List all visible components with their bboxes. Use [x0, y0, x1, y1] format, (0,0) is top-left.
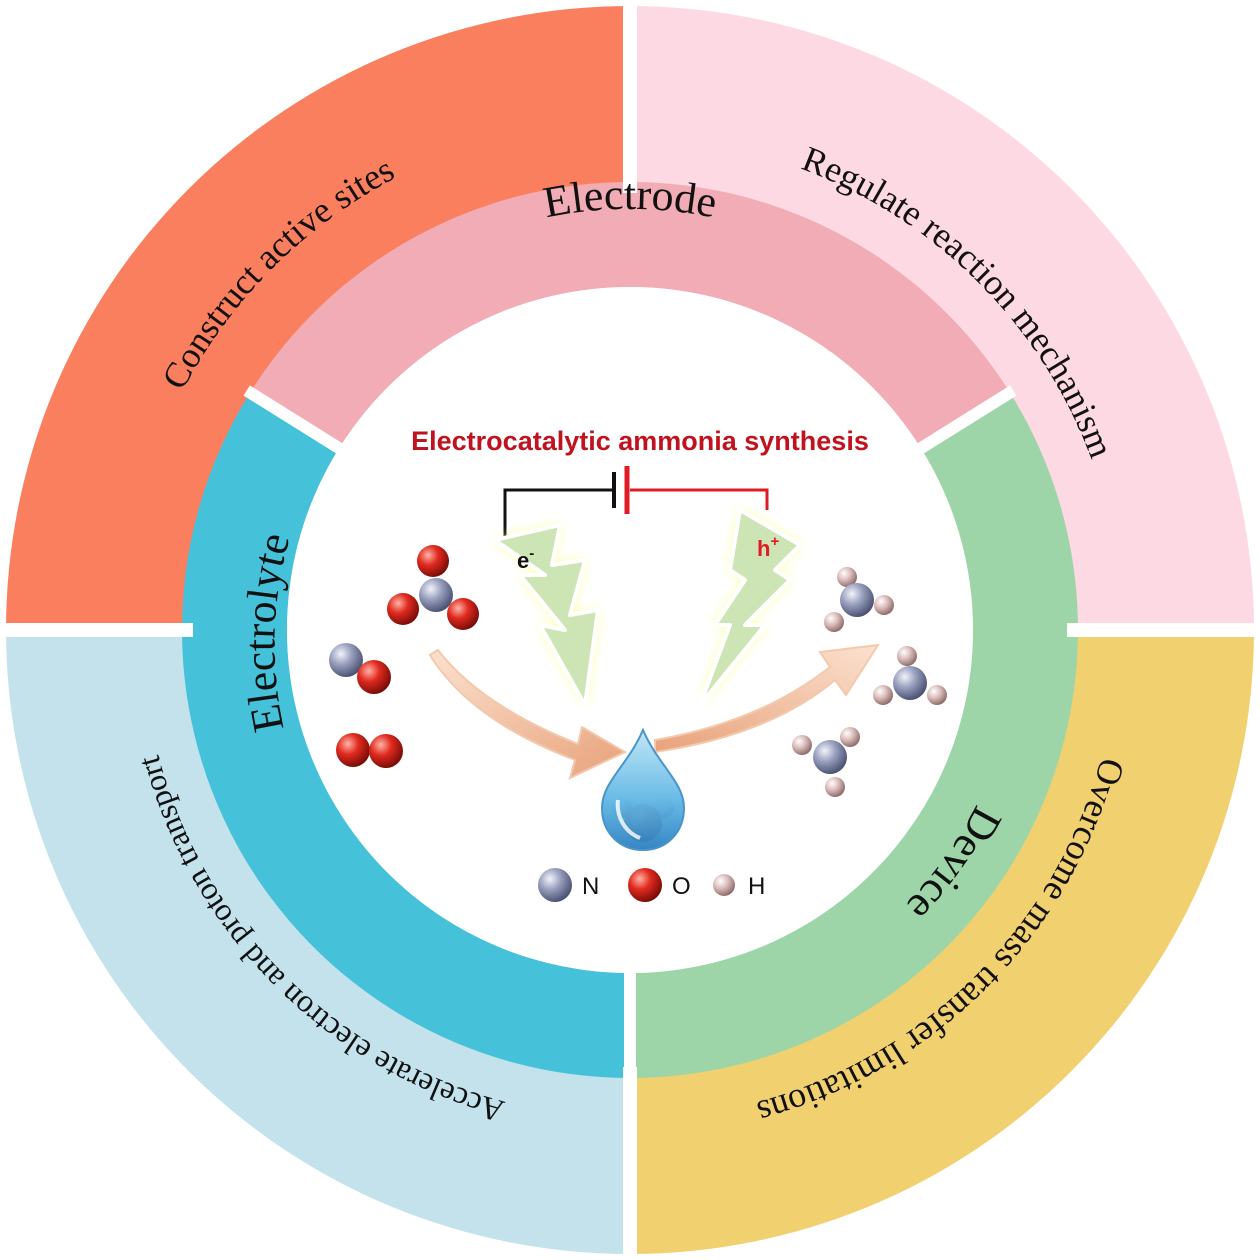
hydrogen-atom [873, 685, 893, 705]
hole-label: h+ [757, 533, 779, 561]
legend-hydrogen-icon [713, 874, 735, 896]
nitrogen-atom [419, 578, 453, 612]
hydrogen-atom [840, 727, 860, 747]
oxygen-atom [447, 598, 479, 630]
center-title: Electrocatalytic ammonia synthesis [411, 426, 869, 456]
hole-lightning-icon [698, 508, 802, 707]
nitrogen-atom [329, 643, 363, 677]
inner-segment-electrode [250, 181, 1010, 449]
nitrogen-atom [813, 740, 847, 774]
hydrogen-atom [824, 612, 844, 632]
segment-divider [915, 385, 1017, 455]
legend-nitrogen-icon [538, 868, 572, 902]
hole-wire [630, 488, 769, 510]
legend-hydrogen-label: H [748, 873, 765, 900]
electron-lightning-icon [493, 523, 600, 707]
hydrogen-atom [825, 777, 845, 797]
electron-wire [503, 488, 612, 540]
nitrogen-atom [893, 666, 927, 700]
reactant-arrow-icon [428, 648, 628, 780]
inner-segment-electrolyte [181, 392, 630, 1078]
hydrogen-atom [874, 595, 894, 615]
hydrogen-atom [927, 685, 947, 705]
product-arrow-icon [654, 643, 880, 754]
water-drop-icon [600, 727, 686, 852]
hydrogen-atom [792, 735, 812, 755]
segment-divider [243, 385, 345, 455]
hydrogen-atom [897, 646, 917, 666]
oxygen-atom [417, 545, 449, 577]
nitrogen-atom [840, 583, 874, 617]
center-disc [287, 287, 973, 973]
inner-label-electrode: Electrode [539, 170, 720, 228]
oxygen-atom [387, 593, 419, 625]
oxygen-atom [336, 733, 370, 767]
oxygen-atom [369, 734, 403, 768]
inner-segment-device [630, 392, 1078, 1078]
legend-oxygen-icon [628, 868, 662, 902]
oxygen-atom [357, 660, 391, 694]
hydrogen-atom [837, 567, 857, 587]
legend-nitrogen-label: N [582, 873, 599, 900]
legend-oxygen-label: O [672, 873, 691, 900]
electron-label: e- [517, 545, 534, 573]
